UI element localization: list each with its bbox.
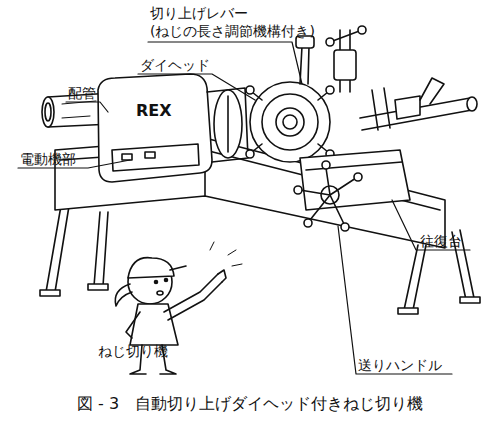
child-figure-part bbox=[170, 266, 186, 270]
carriage-part bbox=[300, 150, 410, 210]
machine-leg-part bbox=[94, 212, 108, 286]
tool-post-part bbox=[326, 38, 334, 46]
motor-housing-part bbox=[145, 152, 155, 158]
figure-caption: 図 - 3 自動切り上げダイヘッド付きねじ切り機 bbox=[0, 394, 500, 414]
die-head-part bbox=[246, 86, 254, 94]
child-figure-part bbox=[210, 242, 242, 266]
machine-leg-part bbox=[460, 297, 480, 303]
reamer-arm-part bbox=[395, 96, 420, 119]
part-label: 切り上げレバー (ねじの長さ調節機構付き) bbox=[150, 4, 330, 40]
feed-handle-part bbox=[322, 161, 330, 169]
leader-line-part bbox=[138, 74, 255, 100]
chuck-part bbox=[207, 88, 248, 162]
child-figure-part bbox=[164, 274, 222, 320]
tool-post bbox=[326, 26, 366, 92]
pipe-part bbox=[45, 103, 51, 121]
figure-label: ねじ切り機 bbox=[98, 342, 198, 360]
reamer-arm-part bbox=[420, 78, 444, 104]
part-label: 配管 bbox=[68, 84, 118, 102]
feed-handle-part bbox=[341, 223, 349, 231]
machine-leg-part bbox=[398, 308, 418, 314]
motor-housing-part bbox=[122, 154, 132, 160]
tool-post-part bbox=[330, 30, 362, 42]
die-head-part bbox=[252, 92, 328, 152]
carriage bbox=[300, 150, 410, 210]
die-head bbox=[246, 82, 334, 162]
tool-post-part bbox=[358, 26, 366, 34]
machine-leg-part bbox=[40, 290, 60, 296]
reamer-arm-part bbox=[467, 97, 477, 111]
die-head-part bbox=[276, 108, 304, 136]
part-label: 往復台 bbox=[420, 232, 490, 250]
leader-line-part bbox=[66, 102, 108, 112]
pipe-part bbox=[62, 101, 96, 118]
chuck-part bbox=[214, 90, 242, 158]
part-label: 送りハンドル bbox=[358, 356, 468, 374]
motor-housing bbox=[98, 74, 212, 182]
carriage-part bbox=[306, 162, 402, 170]
chuck-part bbox=[227, 96, 229, 152]
child-figure-part bbox=[130, 304, 178, 345]
die-head-part bbox=[262, 94, 318, 150]
feed-handle-part bbox=[354, 173, 362, 181]
child-figure-part bbox=[155, 281, 158, 284]
machine-leg-part bbox=[46, 200, 70, 292]
reamer-arm-part bbox=[372, 88, 390, 130]
child-figure-part bbox=[128, 258, 174, 278]
child-figure-part bbox=[157, 291, 163, 295]
feed-handle-part bbox=[300, 168, 356, 224]
feed-handle-part bbox=[304, 219, 312, 227]
brand-mark: REX bbox=[136, 102, 196, 120]
pipe-part bbox=[42, 97, 54, 127]
leader-line bbox=[18, 42, 470, 374]
machine-leg-part bbox=[88, 284, 108, 290]
child-figure-part bbox=[126, 312, 140, 338]
child-figure-part bbox=[165, 279, 168, 282]
feed-handle-part bbox=[294, 186, 302, 194]
machine-leg-part bbox=[404, 245, 426, 310]
die-head-part bbox=[283, 115, 297, 129]
motor-housing-part bbox=[98, 74, 212, 182]
die-head-part bbox=[326, 86, 334, 94]
tool-post-part bbox=[334, 50, 356, 80]
child-figure-part bbox=[218, 270, 226, 282]
feed-handle bbox=[294, 161, 362, 231]
cut-off-lever bbox=[296, 36, 314, 84]
motor-housing-part bbox=[112, 144, 199, 171]
chuck bbox=[207, 88, 248, 162]
cut-off-lever-part bbox=[300, 46, 309, 84]
die-head-part bbox=[246, 150, 254, 158]
child-figure-part bbox=[115, 284, 132, 306]
reamer-arm bbox=[360, 78, 477, 130]
part-label: ダイヘッド bbox=[140, 56, 230, 74]
die-head-part bbox=[250, 82, 330, 162]
part-label: 電動機部 bbox=[20, 150, 100, 168]
